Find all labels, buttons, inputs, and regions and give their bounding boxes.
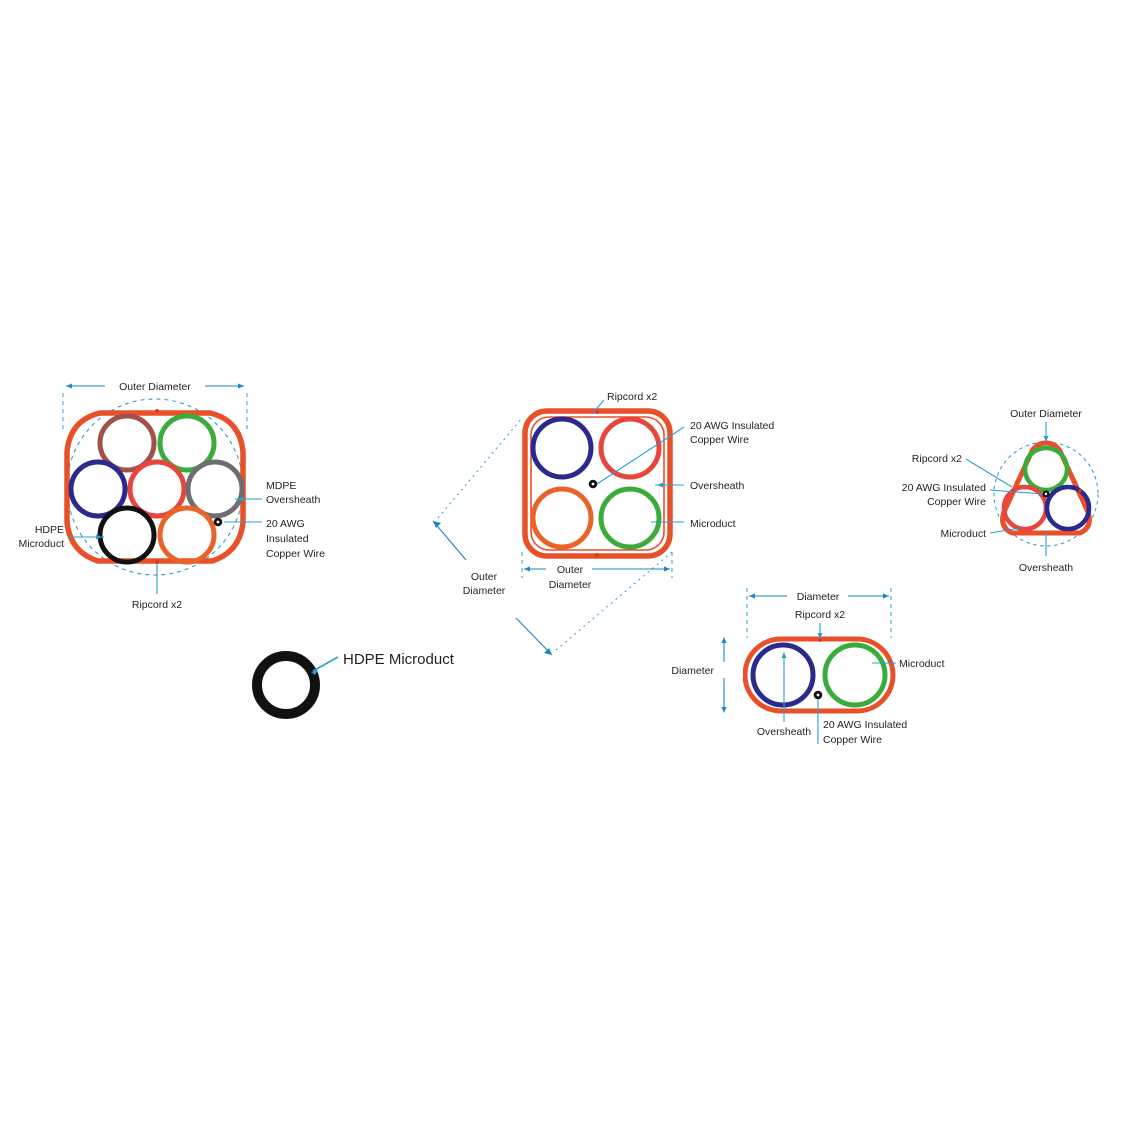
microduct-top-right (157, 413, 217, 473)
diagram-7way: Outer Diameter MDPE Oversheath 20 AWG In… (18, 381, 325, 611)
od4-diag-arrow-lower (544, 648, 552, 655)
label-copper-line2: Insulated (266, 533, 309, 545)
mdpe-oversheath-outline (64, 410, 246, 564)
d2-vert-arrow-bottom (721, 707, 727, 713)
label-diameter-v-2way: Diameter (671, 665, 714, 677)
microduct-bottom-right (157, 505, 217, 565)
microduct-middle-right (185, 459, 245, 519)
label-copper-line1-4way: 20 AWG Insulated (690, 420, 774, 432)
label-ripcord-7way: Ripcord x2 (132, 599, 182, 611)
label-microduct-4way: Microduct (690, 518, 736, 530)
microduct-top-3way (1022, 445, 1070, 493)
label-copper-line2-3way: Copper Wire (927, 496, 986, 508)
diagram-single-microduct: HDPE Microduct (252, 651, 455, 719)
label-copper-line3: Copper Wire (266, 548, 325, 560)
label-mdpe-line1: MDPE (266, 480, 296, 492)
leader-arrow-mdpe (237, 496, 243, 502)
label-outer-diameter-3way: Outer Diameter (1010, 408, 1082, 420)
microduct-left-2way (750, 642, 816, 708)
label-hdpe-line2: Microduct (18, 538, 64, 550)
label-copper-line1-2way: 20 AWG Insulated (823, 719, 907, 731)
d2-copper-label-bg (820, 714, 922, 746)
od4-diag-ext-upper (437, 417, 523, 519)
label-hdpe-line1: HDPE (35, 524, 64, 536)
hdpe-microduct-ring (252, 651, 320, 719)
ripcord-dot-top-2way (818, 638, 822, 642)
label-oversheath-2way: Oversheath (757, 726, 811, 738)
copper-wire-core-3way (1044, 492, 1048, 496)
label-copper-line2-4way: Copper Wire (690, 434, 749, 446)
label-oversheath-4way: Oversheath (690, 480, 744, 492)
outer-diameter-dashed-circle-3way (993, 441, 1099, 547)
ripcord-dot-bottom (155, 560, 159, 564)
label-outer-diameter-d-4way: Outer (471, 571, 498, 583)
leader-hdpe-microduct-single (312, 656, 339, 672)
microduct-top-left-4way (530, 416, 594, 480)
ripcord-dot-right-3way (1078, 489, 1082, 493)
od4-arrow-left (524, 566, 530, 572)
microduct-bottom-left-4way (530, 486, 594, 550)
copper-wire-core-4way (591, 482, 595, 486)
ripcord-dot-top (155, 409, 159, 413)
d2-oversheath-arrow (781, 652, 787, 658)
label-outer-diameter-d2-4way: Diameter (463, 585, 506, 597)
label-outer-diameter-h-4way: Outer (557, 564, 584, 576)
microduct-top-left (97, 413, 157, 473)
ripcord-dot-top-4way (595, 410, 599, 414)
d2-vert-arrow-top (721, 637, 727, 643)
label-outer-diameter-h2-4way: Diameter (549, 579, 592, 591)
od4-diag-arrow-upper (433, 521, 441, 528)
microduct-top-right-4way (598, 416, 662, 480)
label-ripcord-3way: Ripcord x2 (912, 453, 962, 465)
od3-arrow-top (1043, 436, 1049, 442)
leader-copper-3way (989, 489, 1044, 495)
leader-microduct-3way (989, 527, 1021, 534)
label-diameter-h-2way: Diameter (797, 591, 840, 603)
d2-arrow-left (749, 593, 755, 599)
copper-wire-core-2way (816, 693, 820, 697)
leader-ripcord-4way (591, 399, 605, 415)
d2-arrow-right (883, 593, 889, 599)
label-hdpe-microduct: HDPE Microduct (343, 651, 455, 668)
microduct-bottom-right-3way (1044, 484, 1092, 532)
od-arrow-right (238, 383, 244, 389)
label-copper-line1-3way: 20 AWG Insulated (902, 482, 986, 494)
label-ripcord-2way: Ripcord x2 (795, 609, 845, 621)
ripcord-dot-bottom-4way (595, 553, 599, 557)
leader-arrow-hdpe (96, 534, 102, 540)
d2-ripcord-arrow (817, 633, 823, 639)
label-copper-line1: 20 AWG (266, 518, 305, 530)
label-microduct-2way: Microduct (899, 658, 945, 670)
microduct-middle-left (68, 459, 128, 519)
microduct-bottom-left (97, 505, 157, 565)
od4-diag-dim-lower (515, 617, 553, 656)
oversheath-inner-line-4way (530, 416, 665, 551)
od4-arrow-right (664, 566, 670, 572)
leader-arrow-oversheath-4way (657, 482, 663, 488)
label-copper-line2-2way: Copper Wire (823, 734, 882, 746)
diagram-2way: Diameter Ripcord x2 Diameter Microduct O… (671, 588, 968, 746)
leader-arrow-hdpe-single (311, 670, 318, 675)
leader-ripcord-3way (965, 458, 1013, 488)
d2-vert-label-bg (685, 662, 743, 678)
label-mdpe-line2: Oversheath (266, 494, 320, 506)
d2-oversheath-label-bg (722, 722, 802, 740)
outer-diameter-dashed-circle (66, 398, 244, 576)
diagram-3way: Outer Diameter Ripcord x2 20 AWG Insulat… (902, 408, 1099, 574)
od4-diag-ext-lower (555, 551, 673, 651)
d2-microduct-label-bg (896, 653, 968, 671)
leader-copper-4way (596, 426, 685, 485)
microduct-right-2way (822, 642, 888, 708)
diagram-4way: Ripcord x2 20 AWG Insulated Copper Wire … (432, 391, 774, 656)
label-microduct-3way: Microduct (940, 528, 986, 540)
label-oversheath-3way: Oversheath (1019, 562, 1073, 574)
od4-diag-dim-upper (432, 520, 467, 561)
copper-wire-core (216, 520, 220, 524)
microduct-bottom-right-4way (598, 486, 662, 550)
label-outer-diameter: Outer Diameter (119, 381, 191, 393)
label-ripcord-4way: Ripcord x2 (607, 391, 657, 403)
od-arrow-left (66, 383, 72, 389)
microduct-center (127, 459, 187, 519)
